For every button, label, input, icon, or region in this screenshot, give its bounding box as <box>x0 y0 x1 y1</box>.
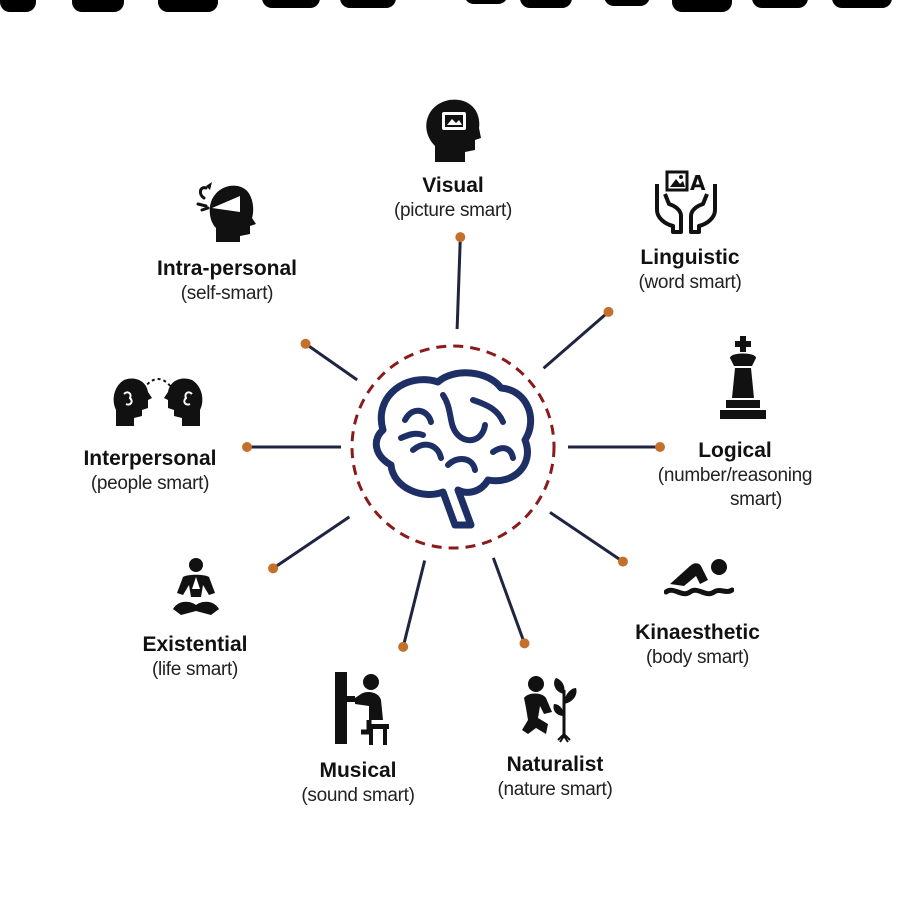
intrapersonal-sub: (self-smart) <box>180 283 274 305</box>
logical-sub-line2: smart) <box>729 489 783 510</box>
interpersonal-sub: (people smart) <box>90 473 210 495</box>
kinaesthetic-sub: (body smart) <box>645 647 750 669</box>
two-heads-icon <box>113 378 203 426</box>
spoke-existential <box>272 515 351 570</box>
spoke-naturalist <box>491 557 526 644</box>
label-linguistic: Linguistic (word smart) <box>590 245 790 295</box>
naturalist-sub: (nature smart) <box>497 779 613 801</box>
visual-name: Visual <box>422 174 484 197</box>
label-interpersonal: Interpersonal (people smart) <box>50 446 250 496</box>
spoke-dot-kinaesthetic <box>617 556 628 567</box>
hands-letters-icon: A <box>655 170 717 234</box>
spoke-linguistic <box>542 310 610 370</box>
label-logical: Logical (number/reasoning smart) <box>630 438 840 512</box>
kinaesthetic-name: Kinaesthetic <box>635 621 760 644</box>
label-intrapersonal: Intra-personal (self-smart) <box>127 256 327 306</box>
spoke-dot-linguistic <box>603 306 614 317</box>
spoke-intrapersonal <box>304 342 359 382</box>
cropped-title <box>0 0 900 16</box>
label-naturalist: Naturalist (nature smart) <box>455 752 655 802</box>
existential-name: Existential <box>142 633 248 656</box>
pianist-icon <box>335 672 389 745</box>
spoke-dot-musical <box>398 641 409 652</box>
musical-name: Musical <box>319 759 397 782</box>
svg-text:A: A <box>690 171 706 195</box>
interpersonal-name: Interpersonal <box>83 447 217 470</box>
linguistic-sub: (word smart) <box>638 272 742 294</box>
label-visual: Visual (picture smart) <box>343 173 563 223</box>
linguistic-name: Linguistic <box>640 246 740 269</box>
logical-name: Logical <box>698 439 772 462</box>
head-picture-icon <box>426 99 481 162</box>
label-musical: Musical (sound smart) <box>258 758 458 808</box>
intrapersonal-name: Intra-personal <box>156 257 298 280</box>
spoke-dot-visual <box>455 232 466 243</box>
chess-king-icon <box>720 336 766 419</box>
logical-sub-line1: (number/reasoning <box>657 465 813 487</box>
spoke-dot-naturalist <box>519 638 530 649</box>
spoke-dot-existential <box>268 563 279 574</box>
visual-sub: (picture smart) <box>394 200 512 222</box>
gardener-icon <box>522 676 577 743</box>
brain-icon <box>372 369 535 529</box>
spoke-dot-intrapersonal <box>300 338 311 349</box>
swimmer-icon <box>664 559 734 597</box>
spoke-kinaesthetic <box>549 511 624 563</box>
meditation-icon <box>173 558 219 615</box>
existential-sub: (life smart) <box>151 659 239 681</box>
spoke-musical <box>401 560 427 648</box>
label-kinaesthetic: Kinaesthetic (body smart) <box>600 620 795 670</box>
spoke-dot-logical <box>655 442 665 452</box>
naturalist-name: Naturalist <box>506 753 604 776</box>
label-existential: Existential (life smart) <box>95 632 295 682</box>
head-reflection-icon <box>196 182 256 242</box>
spoke-visual <box>455 237 462 330</box>
center-ring <box>350 344 556 550</box>
musical-sub: (sound smart) <box>301 785 415 807</box>
spoke-dot-interpersonal <box>242 442 252 452</box>
